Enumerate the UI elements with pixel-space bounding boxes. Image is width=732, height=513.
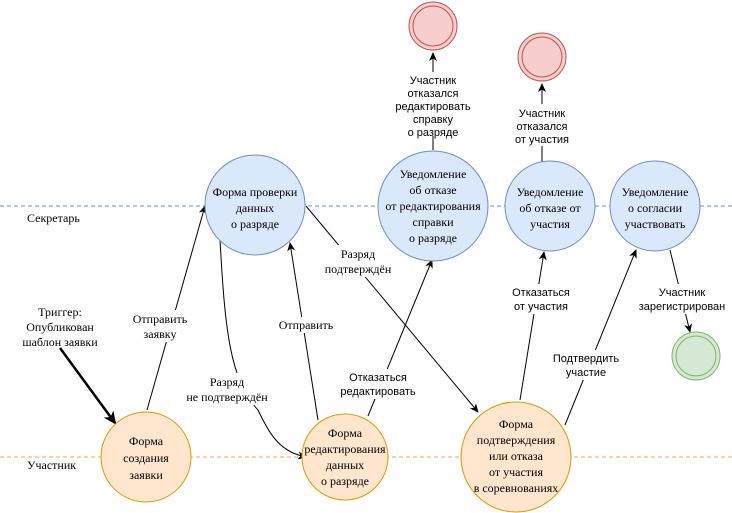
svg-text:в соревнованиях: в соревнованиях <box>474 481 559 495</box>
svg-text:Уведомление: Уведомление <box>400 167 467 181</box>
svg-text:участие: участие <box>566 367 606 379</box>
svg-text:редактирования: редактирования <box>304 442 386 456</box>
task-notify-refuse-participation[interactable]: Уведомление об отказе от участия <box>504 160 596 252</box>
edge-label-participant-refused: Участник отказался от участия <box>515 104 569 146</box>
svg-text:от редактирования: от редактирования <box>385 199 481 213</box>
edge-check-to-edit[interactable] <box>219 239 307 460</box>
edge-label-participant-refused-edit: Участник отказался редактировать справку… <box>392 72 476 139</box>
svg-text:о разряде: о разряде <box>408 127 459 139</box>
svg-text:Участник: Участник <box>519 108 566 120</box>
svg-text:Форма: Форма <box>129 434 164 448</box>
svg-text:Разряд: Разряд <box>341 247 375 261</box>
svg-text:о разряде: о разряде <box>231 217 279 231</box>
edge-label-send: Отправить <box>275 317 337 333</box>
edge-label-send-application: Отправить заявку <box>128 310 192 342</box>
svg-text:зарегистрирован: зарегистрирован <box>639 301 726 313</box>
svg-text:о разряде: о разряде <box>321 474 369 488</box>
task-create-application[interactable]: Форма создания заявки <box>100 411 192 503</box>
edge-label-rank-confirmed: Разряд подтверждён <box>318 245 398 277</box>
svg-text:создания: создания <box>123 451 169 465</box>
svg-text:Разряд: Разряд <box>210 375 244 389</box>
end-event-registered[interactable] <box>671 331 721 381</box>
svg-text:редактировать: редактировать <box>340 386 416 398</box>
edge-label-refuse-edit: Отказаться редактировать <box>340 369 418 399</box>
svg-text:данных: данных <box>236 201 274 215</box>
svg-text:Триггер:: Триггер: <box>38 305 82 319</box>
svg-text:Опубликован: Опубликован <box>26 320 94 334</box>
trigger-label: Триггер: Опубликован шаблон заявки <box>22 305 98 349</box>
task-check-rank-data[interactable]: Форма проверки данных о разряде <box>204 154 306 256</box>
svg-text:от участия: от участия <box>489 465 543 479</box>
svg-text:Отказаться: Отказаться <box>349 372 407 384</box>
svg-text:участвовать: участвовать <box>625 217 686 231</box>
svg-text:участия: участия <box>530 217 570 231</box>
svg-text:Уведомление: Уведомление <box>517 185 584 199</box>
task-edit-rank-data[interactable]: Форма редактирования данных о разряде <box>301 413 389 501</box>
lane-label-secretary: Секретарь <box>27 211 80 225</box>
svg-text:Уведомление: Уведомление <box>622 185 689 199</box>
svg-text:об отказе: об отказе <box>409 183 456 197</box>
svg-text:Участник: Участник <box>659 287 706 299</box>
edge-label-refuse-participation: Отказаться от участия <box>505 284 577 314</box>
svg-text:отказался: отказался <box>408 88 459 100</box>
svg-text:о согласии: о согласии <box>628 201 683 215</box>
edge-trigger-to-create[interactable] <box>58 347 117 425</box>
end-event-refused-edit[interactable] <box>408 1 458 51</box>
task-confirm-or-refuse[interactable]: Форма подтверждения или отказа от участи… <box>460 401 572 513</box>
svg-text:отказался: отказался <box>517 121 568 133</box>
svg-text:справки: справки <box>413 215 455 229</box>
end-event-refused-participation[interactable] <box>517 32 567 82</box>
svg-text:не подтверждён: не подтверждён <box>186 390 268 404</box>
svg-text:Отправить: Отправить <box>279 318 334 332</box>
svg-text:Форма проверки: Форма проверки <box>213 185 298 199</box>
edge-label-confirm-participation: Подтвердить участие <box>550 350 622 380</box>
svg-text:подтверждён: подтверждён <box>325 262 392 276</box>
svg-text:заявки: заявки <box>129 468 163 482</box>
svg-text:Участник: Участник <box>410 75 457 87</box>
svg-text:или отказа: или отказа <box>489 449 544 463</box>
svg-text:шаблон заявки: шаблон заявки <box>22 335 98 349</box>
svg-text:редактировать: редактировать <box>395 101 471 113</box>
svg-text:Подтвердить: Подтвердить <box>553 353 620 365</box>
svg-text:от участия: от участия <box>515 134 569 146</box>
svg-text:о разряде: о разряде <box>409 231 457 245</box>
svg-text:заявку: заявку <box>144 327 177 341</box>
edge-confirm-to-notify-refuse[interactable] <box>519 251 547 401</box>
task-notify-agree[interactable]: Уведомление о согласии участвовать <box>609 160 701 252</box>
edge-label-rank-not-confirmed: Разряд не подтверждён <box>180 373 268 405</box>
edge-confirm-to-notify-agree[interactable] <box>564 249 637 426</box>
edge-create-to-check[interactable] <box>146 205 207 411</box>
edge-label-participant-registered: Участник зарегистрирован <box>638 284 726 314</box>
lane-label-participant: Участник <box>27 458 76 472</box>
svg-text:подтверждения: подтверждения <box>477 433 556 447</box>
svg-text:от участия: от участия <box>514 301 568 313</box>
edge-check-to-confirm[interactable] <box>305 205 479 413</box>
svg-text:справку: справку <box>413 114 453 126</box>
svg-text:Отправить: Отправить <box>133 312 188 326</box>
svg-text:Форма: Форма <box>328 426 363 440</box>
svg-text:Отказаться: Отказаться <box>512 287 570 299</box>
task-notify-refuse-edit[interactable]: Уведомление об отказе от редактирования … <box>377 150 489 262</box>
svg-text:об отказе от: об отказе от <box>519 201 581 215</box>
svg-text:данных: данных <box>326 458 364 472</box>
svg-text:Форма: Форма <box>499 417 534 431</box>
